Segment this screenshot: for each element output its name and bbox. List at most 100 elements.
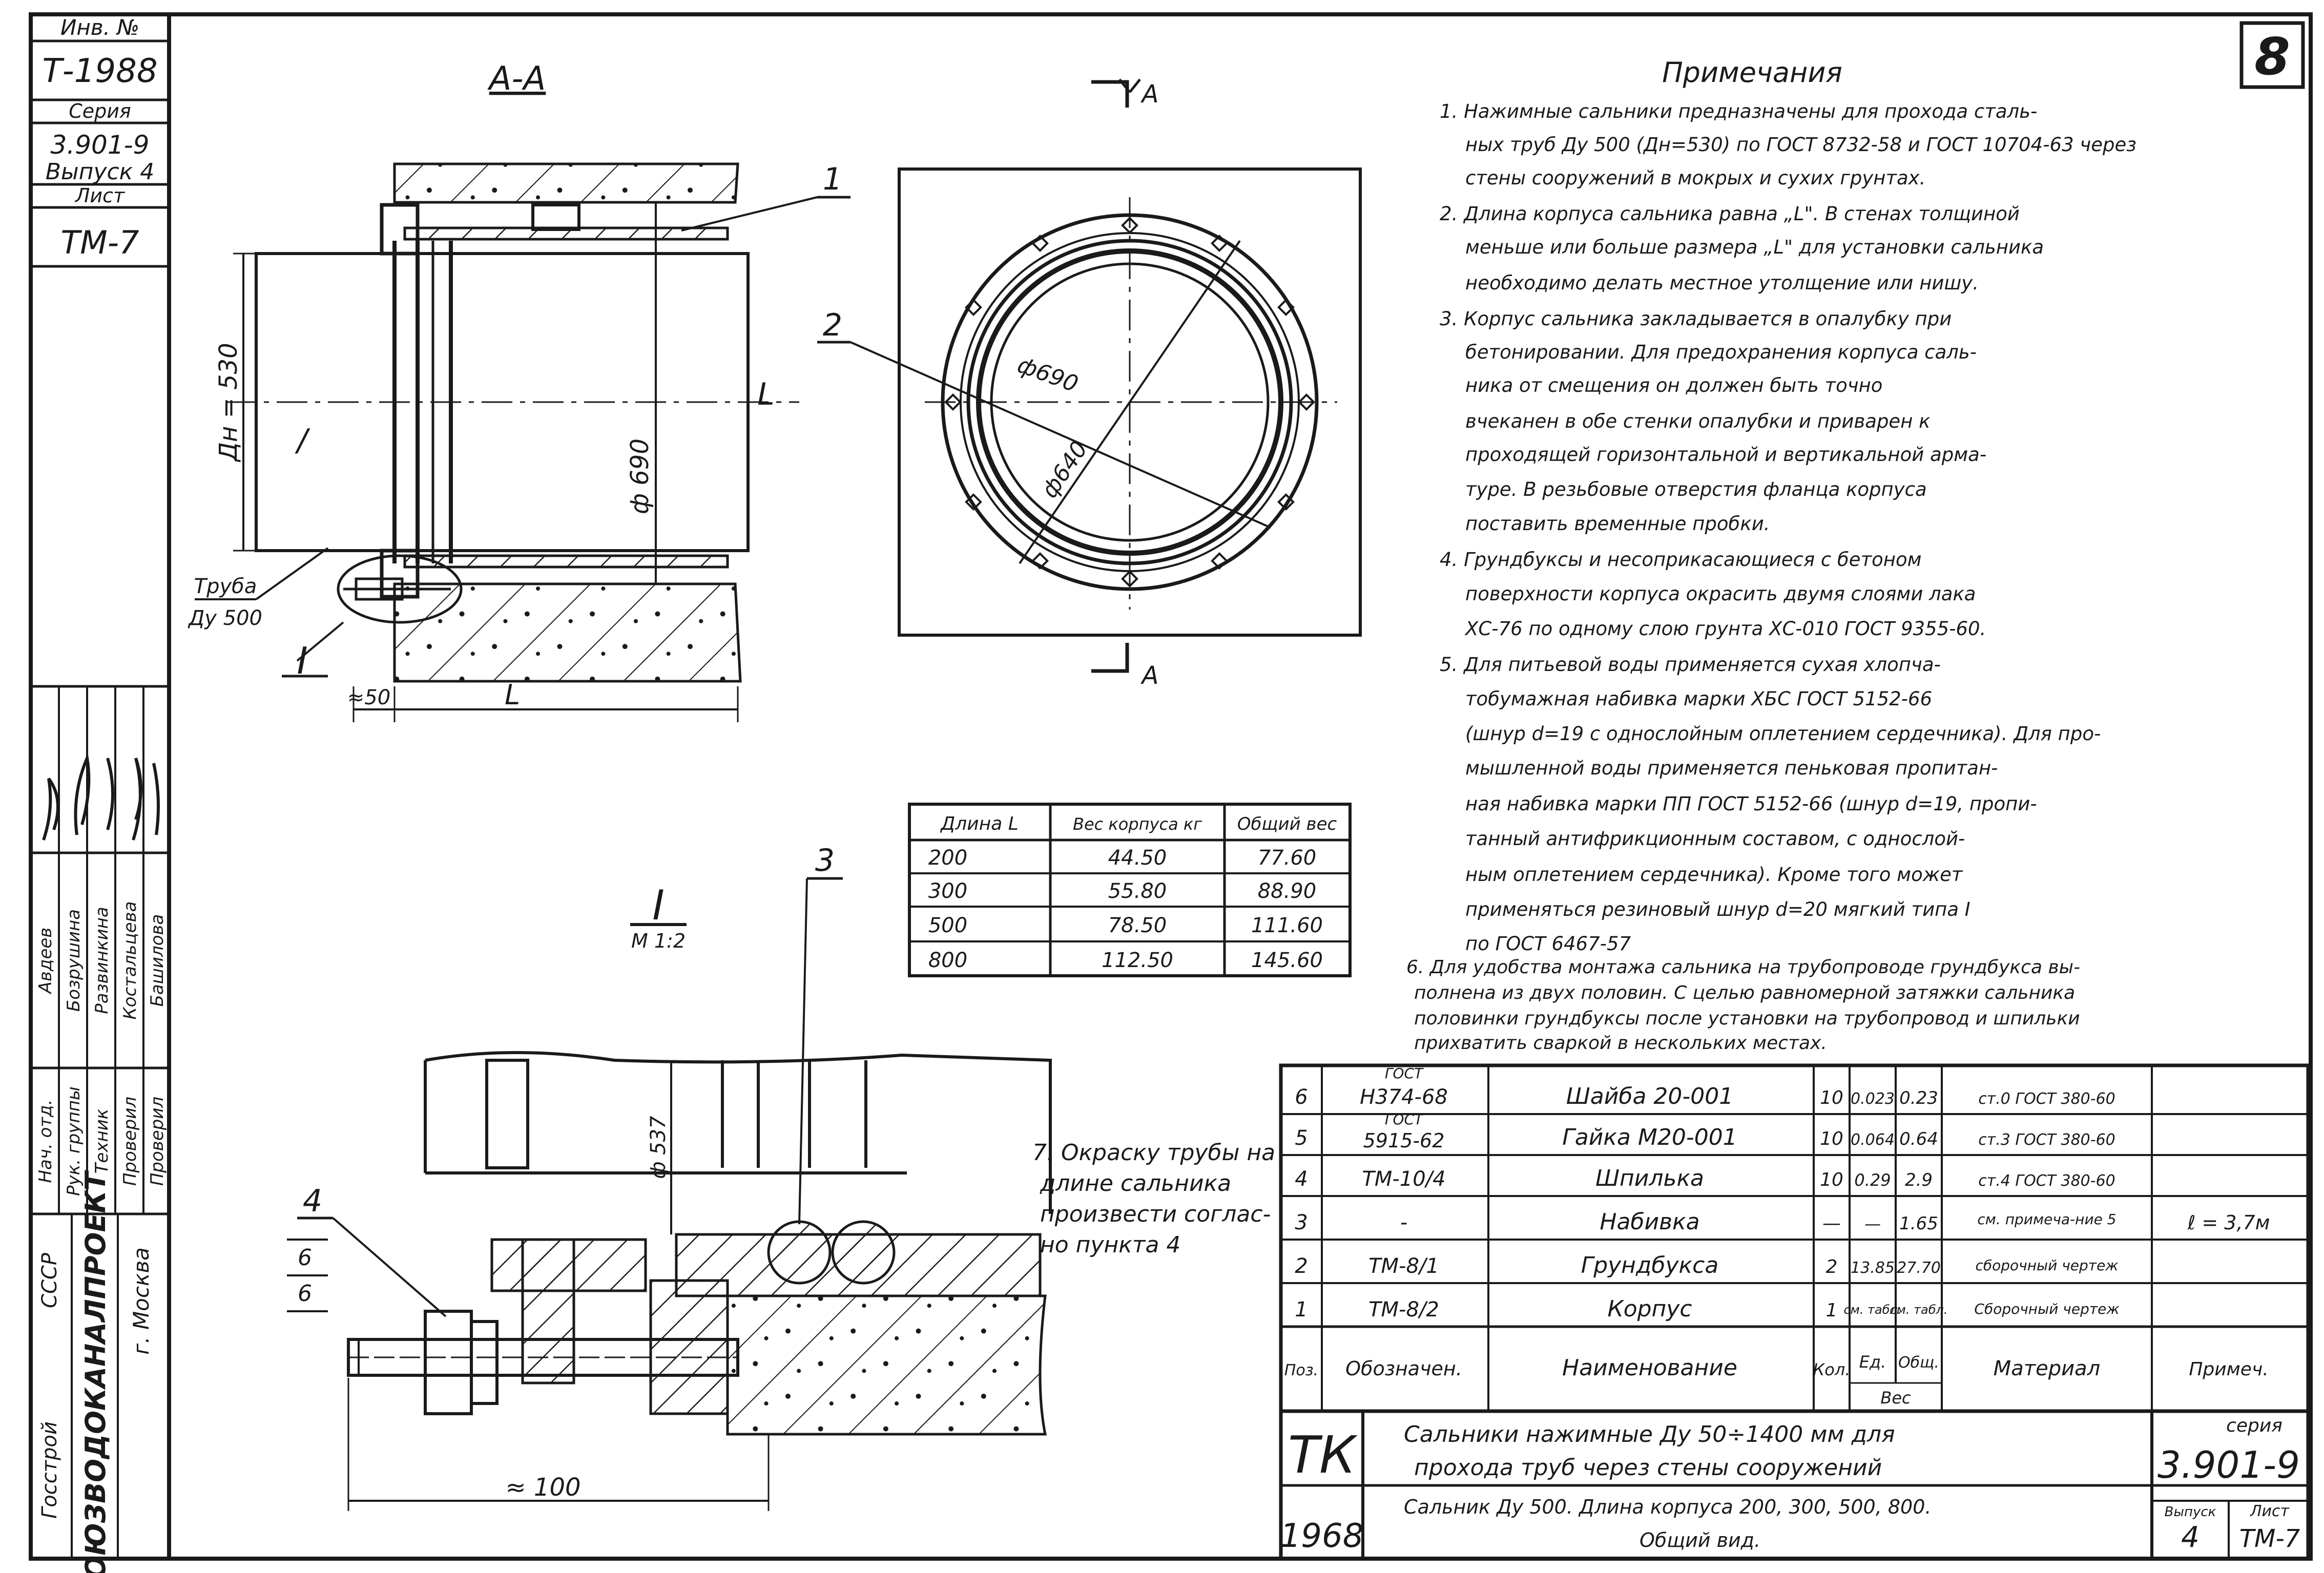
note-6-line: прихватить сваркой в нескольких местах.	[1414, 1033, 1827, 1054]
spec-code: ТМ-10/4	[1362, 1167, 1445, 1191]
spec-code: Н374-68	[1360, 1085, 1448, 1109]
spec-header-note: Примеч.	[2189, 1359, 2268, 1380]
detail-title: I	[652, 882, 665, 929]
spec-code: ТМ-8/2	[1368, 1298, 1439, 1322]
spec-material: ст.3 ГОСТ 380-60	[1978, 1131, 2115, 1149]
note-line: меньше или больше размера „L" для устано…	[1465, 236, 2044, 258]
spec-qty: 1	[1826, 1300, 1838, 1321]
right-axis-mark: L	[757, 376, 774, 412]
spec-pos: 6	[1295, 1085, 1308, 1109]
stamp-role: Рук. группы	[64, 1086, 84, 1196]
stamp-name: Авдеев	[35, 928, 56, 995]
note-line: бетонировании. Для предохранения корпуса…	[1465, 341, 1977, 363]
stamp-role: Нач. отд.	[35, 1099, 56, 1183]
detail-scale: М 1:2	[631, 930, 686, 952]
spec-w2: 27.70	[1897, 1259, 1941, 1277]
spec-material: ст.4 ГОСТ 380-60	[1978, 1172, 2115, 1190]
weight-cell: 500	[928, 914, 967, 937]
spec-code: ТМ-8/1	[1368, 1254, 1439, 1278]
offset-dimension: ≈50	[347, 686, 390, 709]
inv-value: Т-1988	[42, 52, 157, 90]
weight-header: Длина L	[940, 813, 1019, 834]
stamp-roles: Нач. отд. Рук. группы Техник Проверил Пр…	[35, 1086, 168, 1196]
weight-cell: 200	[928, 846, 967, 870]
tk-mark: ТК	[1288, 1425, 1358, 1485]
note-line: 1. Нажимные сальники предназначены для п…	[1440, 100, 2037, 122]
subtitle-line-1: Сальник Ду 500. Длина корпуса 200, 300, …	[1404, 1496, 1932, 1518]
note-line: ная набивка марки ПП ГОСТ 5152-66 (шнур …	[1465, 793, 2037, 815]
left-height-mark: /	[295, 423, 310, 458]
spec-w2: 0.64	[1899, 1129, 1938, 1149]
note-line: (шнур d=19 с однослойным оплетением серд…	[1465, 723, 2101, 745]
sheet-frame	[29, 12, 2313, 1561]
weight-header: Вес корпуса кг	[1073, 814, 1202, 834]
subtitle-line-2: Общий вид.	[1640, 1529, 1760, 1551]
weight-cell: 300	[928, 879, 967, 903]
org-country: СССР	[38, 1252, 61, 1308]
note-6-line: половинки грундбуксы после установки на …	[1414, 1008, 2080, 1029]
spec-qty: 10	[1820, 1169, 1843, 1190]
cut-mark-top: А	[1140, 80, 1159, 109]
pipe-label: Труба	[194, 575, 257, 598]
dim-6b: 6	[298, 1281, 312, 1307]
series-label-tb: серия	[2226, 1415, 2283, 1436]
spec-w2: см. табл.	[1890, 1303, 1947, 1317]
stamp-names: Авдеев Бозрушина Развинкина Костальцева …	[35, 901, 168, 1020]
spec-pos: 5	[1295, 1126, 1308, 1150]
spec-pos: 4	[1295, 1167, 1308, 1191]
spec-qty: 2	[1826, 1256, 1838, 1277]
note-line: применяться резиновый шнур d=20 мягкий т…	[1465, 898, 1970, 920]
title-line-2: прохода труб через стены сооружений	[1414, 1455, 1882, 1481]
year: 1968	[1280, 1517, 1364, 1555]
title-block: ТК 1968 Сальники нажимные Ду 50÷1400 мм …	[1279, 1409, 2310, 1561]
stamp-role: Проверил	[120, 1097, 140, 1186]
spec-header-code: Обозначен.	[1345, 1357, 1462, 1380]
note-line: туре. В резьбовые отверстия фланца корпу…	[1465, 478, 1927, 500]
dim-537: ф 537	[647, 1116, 670, 1179]
spec-qty: 10	[1820, 1087, 1843, 1108]
note-line: проходящей горизонтальной и вертикальной…	[1465, 444, 1986, 466]
section-title: А-А	[487, 60, 546, 98]
note-line: 3. Корпус сальника закладывается в опалу…	[1440, 308, 1952, 330]
note-7-line: произвести соглас-	[1040, 1201, 1271, 1227]
note-line: ника от смещения он должен быть точно	[1465, 374, 1882, 396]
dia-outer-label: ф690	[1014, 352, 1082, 398]
dim-100: ≈ 100	[505, 1473, 580, 1502]
spec-material: см. примеча-ние 5	[1977, 1211, 2116, 1228]
spec-w2: 0.23	[1899, 1088, 1938, 1108]
dn-dimension: Дн = 530	[214, 343, 243, 462]
spec-pos: 3	[1295, 1211, 1308, 1234]
note-line: необходимо делать местное утолщение или …	[1465, 272, 1979, 294]
spec-header-material: Материал	[1994, 1357, 2100, 1380]
note-line: тобумажная набивка марки ХБС ГОСТ 5152-6…	[1465, 688, 1932, 710]
spec-header-pos: Поз.	[1284, 1361, 1318, 1379]
org-name: СОЮЗВОДОКАНАЛПРОЕКТ	[79, 1170, 112, 1573]
sheet-value: ТМ-7	[60, 224, 139, 261]
series-label: Серия	[69, 100, 131, 122]
weight-cell: 111.60	[1251, 914, 1323, 937]
note-line: стены сооружений в мокрых и сухих грунта…	[1465, 167, 1925, 189]
note-line: ХС-76 по одному слою грунта ХС-010 ГОСТ …	[1464, 618, 1986, 640]
node-mark: I	[297, 639, 307, 682]
note-line: поверхности корпуса окрасить двумя слоям…	[1465, 583, 1976, 605]
spec-w1: —	[1864, 1214, 1881, 1233]
wall-concrete	[726, 1294, 1047, 1436]
sheet-label: Лист	[74, 184, 126, 207]
spec-note: ℓ = 3,7м	[2187, 1211, 2270, 1234]
spec-w1: 0.023	[1851, 1090, 1895, 1108]
spec-w2: 2.9	[1905, 1170, 1933, 1190]
note-7-line: длине сальника	[1040, 1170, 1231, 1197]
note-line: мышленной воды применяется пеньковая про…	[1465, 757, 1998, 779]
callout-2: 2	[823, 307, 842, 343]
series-value: 3.901-9	[51, 130, 150, 160]
seal-block	[521, 1238, 575, 1385]
spec-name: Корпус	[1607, 1296, 1692, 1322]
spec-name: Грундбукса	[1581, 1252, 1719, 1278]
org-ministry: Госстрой	[38, 1421, 61, 1519]
spec-w1: 0.064	[1851, 1131, 1895, 1149]
note-line: 2. Длина корпуса сальника равна „L". В с…	[1440, 203, 2020, 225]
weight-cell: 44.50	[1108, 846, 1167, 870]
spec-name: Набивка	[1600, 1209, 1699, 1235]
detail-circle	[337, 554, 463, 624]
